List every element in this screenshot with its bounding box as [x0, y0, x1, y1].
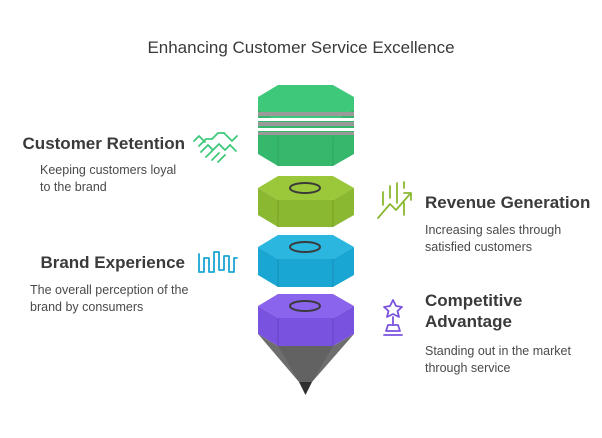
desc-revenue-generation: Increasing sales through satisfied custo…: [425, 223, 562, 254]
layer-customer-retention: [258, 85, 354, 166]
layer-brand-experience: [258, 235, 354, 287]
desc-brand-experience: The overall perception of the brand by c…: [30, 283, 189, 314]
pencil-tip: [258, 334, 354, 395]
growth-chart-icon: [377, 181, 412, 219]
label-revenue-generation: Revenue Generation: [425, 193, 591, 212]
layer-revenue-generation: [258, 176, 354, 227]
sound-wave-icon: [198, 251, 238, 273]
handshake-icon: [193, 132, 238, 163]
label-brand-experience: Brand Experience: [40, 253, 185, 272]
desc-customer-retention: Keeping customers loyal to the brand: [40, 163, 177, 194]
label-customer-retention: Customer Retention: [22, 134, 185, 153]
label-competitive-advantage: Competitive Advantage: [425, 291, 523, 331]
trophy-star-icon: [383, 299, 403, 336]
page-title: Enhancing Customer Service Excellence: [147, 38, 455, 57]
layer-competitive-advantage: [258, 294, 354, 346]
desc-competitive-advantage: Standing out in the market through servi…: [425, 344, 571, 375]
